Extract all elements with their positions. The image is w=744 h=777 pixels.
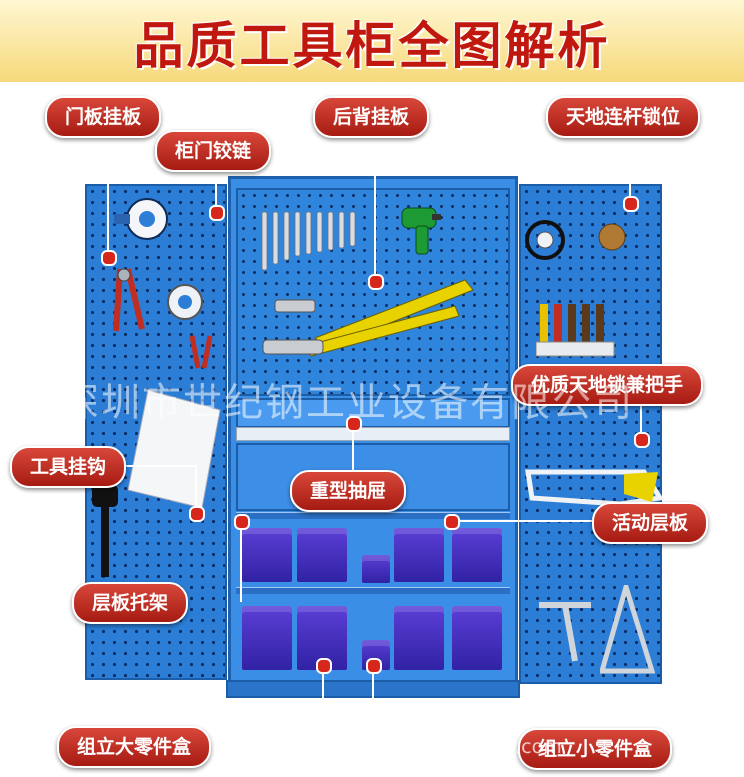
marker-dot <box>368 274 384 290</box>
marker-dot <box>209 205 225 221</box>
drill-icon <box>401 207 441 255</box>
leader-line <box>322 664 324 746</box>
marker-dot <box>623 196 639 212</box>
leader-line <box>215 168 217 210</box>
small-parts-bin <box>452 528 502 582</box>
tape-roll-icon <box>167 284 203 320</box>
leader-line <box>372 664 374 748</box>
large-parts-bin <box>242 606 292 670</box>
bolt-cutter-icon <box>262 279 474 357</box>
small-parts-bin <box>297 528 347 582</box>
callout-heavy-drawer: 重型抽屉 <box>290 470 407 512</box>
url-watermark: http://3886y.com <box>400 736 562 758</box>
leader-line <box>640 403 642 439</box>
leader-line <box>195 465 197 511</box>
marker-dot <box>101 250 117 266</box>
hammer-icon <box>92 485 118 577</box>
leader-line <box>374 134 376 280</box>
callout-small-parts-box: 组立小零件盒 <box>518 728 673 770</box>
pliers-icon <box>113 268 145 332</box>
lower-shelf <box>236 587 510 594</box>
movable-shelf <box>236 512 510 519</box>
large-parts-bin <box>394 606 444 670</box>
callout-tool-hook: 工具挂钩 <box>10 446 127 488</box>
large-parts-bin <box>452 606 502 670</box>
square-ruler-icon <box>600 585 655 674</box>
wrench-set-icon <box>261 211 356 271</box>
drawer-handle <box>236 427 510 441</box>
leader-line <box>352 428 354 472</box>
hacksaw-icon <box>525 469 664 507</box>
leader-line <box>107 134 109 254</box>
page-title: 品质工具柜全图解析 <box>133 17 611 75</box>
callout-door-pegboard: 门板挂板 <box>45 96 162 138</box>
callout-rod-lock: 天地连杆锁位 <box>546 96 701 138</box>
marker-dot <box>444 514 460 530</box>
marker-dot <box>316 658 332 674</box>
callout-lock-handle: 优质天地锁兼把手 <box>511 364 704 406</box>
leader-line <box>240 520 242 602</box>
marker-dot <box>189 506 205 522</box>
small-parts-bin <box>394 528 444 582</box>
leader-line <box>452 520 592 522</box>
small-parts-bin <box>242 528 292 582</box>
marker-dot <box>366 658 382 674</box>
title-banner <box>0 0 744 82</box>
callout-movable-shelf: 活动层板 <box>592 502 709 544</box>
leader-line <box>629 134 631 202</box>
cable-coil-icon <box>525 220 565 260</box>
brush-wheel-icon <box>598 223 626 251</box>
marker-dot <box>634 432 650 448</box>
screwdriver-set-icon <box>536 304 615 357</box>
callout-large-parts-box: 组立大零件盒 <box>57 726 212 768</box>
leader-line <box>372 746 522 748</box>
marker-dot <box>346 416 362 432</box>
callout-back-pegboard: 后背挂板 <box>313 96 430 138</box>
leader-line <box>114 465 196 467</box>
crimp-pliers-icon <box>189 335 213 369</box>
company-watermark: 深圳市世纪钢工业设备有限公司 <box>60 381 635 426</box>
callout-door-hinge: 柜门铰链 <box>155 130 272 172</box>
marker-dot <box>234 514 250 530</box>
t-wrench-icon <box>539 602 591 662</box>
small-parts-bin <box>362 555 390 583</box>
tape-reel-icon <box>114 198 168 240</box>
callout-shelf-bracket: 层板托架 <box>72 582 189 624</box>
